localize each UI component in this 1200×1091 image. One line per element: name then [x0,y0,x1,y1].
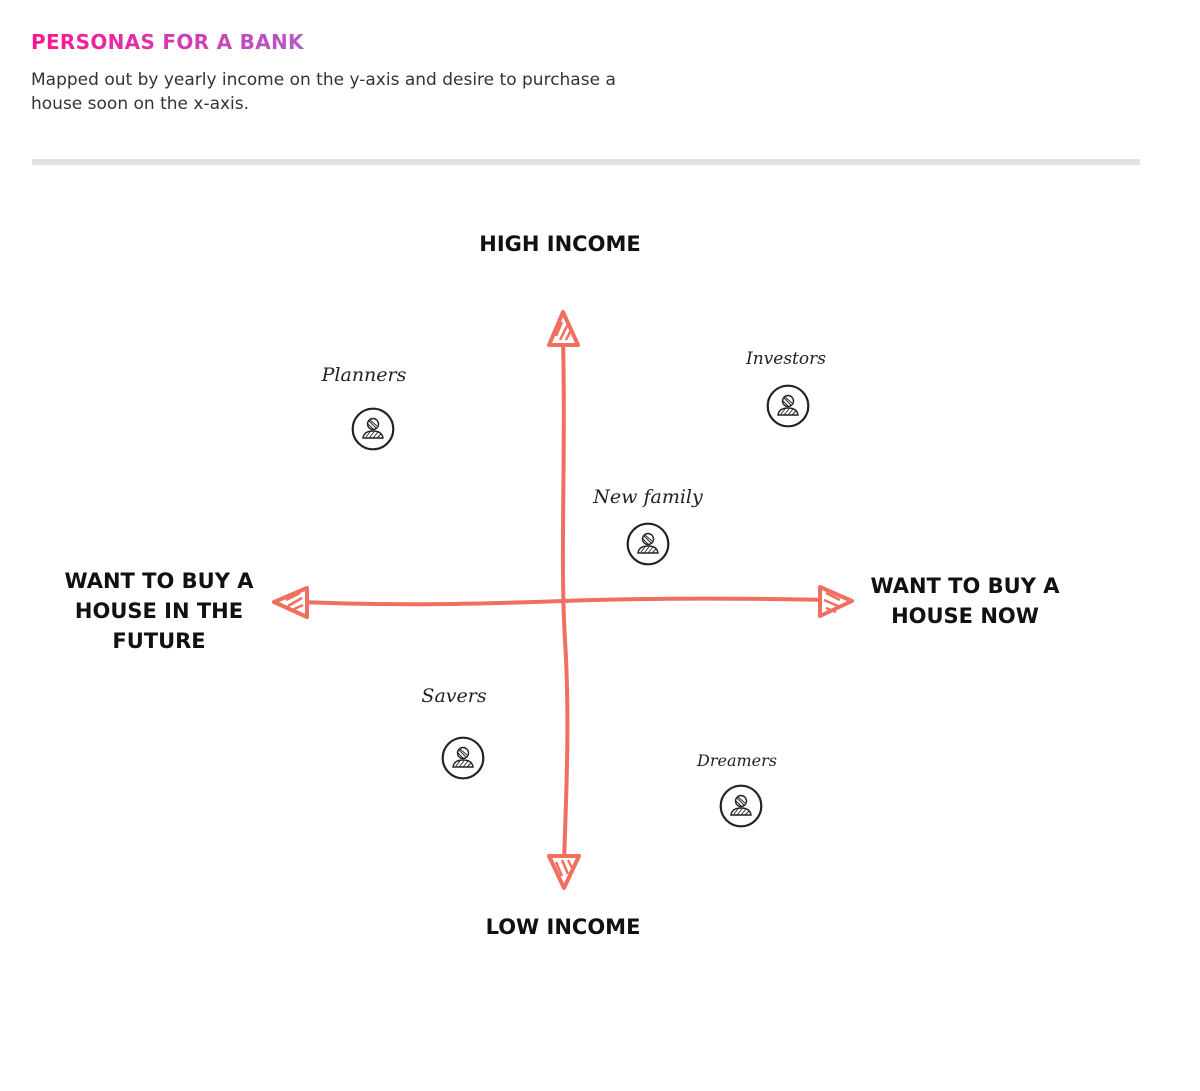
arrow-up-icon [547,310,580,347]
persona-avatar-icon [351,407,395,451]
vertical-axis-line [560,338,570,864]
divider [32,159,1140,165]
persona-label-investors: Investors [746,349,826,369]
axis-label-high-income: HIGH INCOME [479,232,641,256]
page-title: PERSONAS FOR A BANK [31,30,304,54]
persona-avatar-icon [441,736,485,780]
horizontal-axis-line [298,596,832,607]
persona-label-new-family: New family [593,486,703,508]
persona-label-dreamers: Dreamers [697,751,777,770]
axis-label-buy-future: WANT TO BUY A HOUSE IN THE FUTURE [64,569,254,653]
arrow-left-icon [272,586,309,619]
persona-label-planners: Planners [321,364,407,386]
arrow-down-icon [547,854,581,890]
persona-avatar-icon [626,522,670,566]
arrow-right-icon [818,585,854,618]
axis-label-low-income: LOW INCOME [485,915,641,939]
page-subtitle: Mapped out by yearly income on the y-axi… [31,70,616,114]
persona-avatar-icon [766,384,810,428]
persona-label-savers: Savers [421,685,487,707]
axis-label-buy-now: WANT TO BUY A HOUSE NOW [870,574,1060,628]
persona-avatar-icon [719,784,763,828]
